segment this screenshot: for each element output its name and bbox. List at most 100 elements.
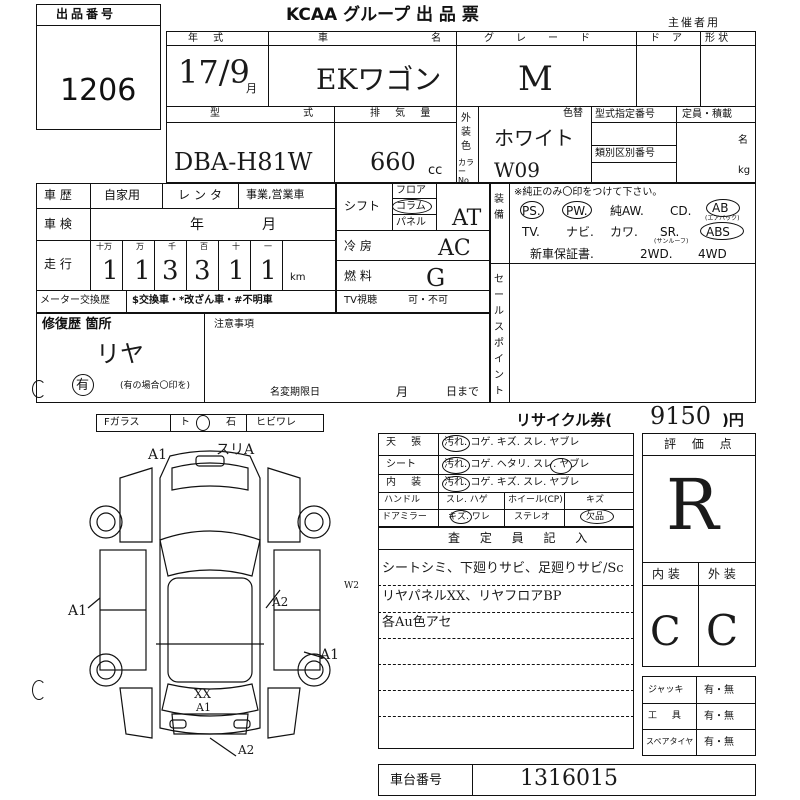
digit-label-100: 百 [200,242,208,251]
digit-label-10k: 万 [136,242,144,251]
option-aw: 純AW. [610,204,644,218]
mileage-digit-5: 1 [228,256,245,286]
repair-label: 修復歴 箇所 [42,317,112,332]
business-use: 事業,営業車 [246,188,305,201]
shift-floor: フロア [396,185,426,196]
shift-panel: パネル [396,217,426,228]
car-diagram [87,450,331,757]
exterior-label: 外装色 [461,113,471,152]
glass-crack: ヒビワレ [256,417,296,428]
score-label: 評 価 点 [664,437,738,451]
spare-tire-label: スペアタイヤ [646,737,694,746]
meter-exchange-label: メーター交換歴 [40,295,110,306]
repair-has-mark: 有 [76,378,90,393]
option-2wd: 2WD. [640,247,673,261]
option-tv: TV. [522,225,540,239]
chassis-block [378,764,756,796]
organizer-label: 主催者用 [668,16,720,29]
damage-mark-4: A2 [272,595,289,609]
digit-label-1: 一 [264,242,272,251]
damage-mark-7: A1 [196,701,211,714]
caution-label: 注意事項 [214,319,254,330]
spare-tire-options: 有・無 [704,737,734,748]
model-label: 型 式 [210,108,354,119]
airbag-small: (エアバック) [705,215,740,222]
category-label: 類別区別番号 [595,148,655,159]
color-change-label: 色替 [563,108,583,119]
interior-score-label: 内 装 [652,567,680,581]
damage-mark-9: W2 [344,581,359,591]
grade-value: M [518,59,553,99]
car-name-value: EKワゴン [316,63,442,96]
car-name-label: 車 名 [318,33,492,44]
sheet-title: KCAA グループ 出 品 票 [286,5,479,25]
cc-unit: cc [428,163,443,178]
grade-label: グレード [484,33,612,44]
name-change-day: 日まで [446,385,479,398]
mileage-digit-3: 3 [162,256,179,286]
wheel-value: キズ [586,495,605,505]
recycle-value: 9150 [650,402,712,430]
seat-options: 汚れ. コゲ. ヘタリ. スレ. ヤブレ [444,459,590,470]
displacement-value: 660 [370,148,416,176]
sales-point-label: セールスポイント [494,274,504,397]
glass-box [96,414,324,432]
inspector-label: 査 定 員 記 入 [448,531,596,545]
glass-to: ト [180,417,190,428]
mileage-digit-2: 1 [134,256,151,286]
rear-left-wheel [89,653,123,687]
year-value: 17/9 [178,53,250,91]
inspection-label: 車 検 [44,217,72,231]
front-left-wheel [89,505,123,539]
damage-mark-6: XX [194,687,212,701]
exterior-score-label: 外 装 [708,567,736,581]
digit-label-100k: 十万 [96,242,112,251]
rear-right-wheel [297,653,331,687]
digit-label-1k: 千 [168,242,176,251]
shape-label: 形 状 [705,33,729,44]
glass-stone: 石 [226,417,236,428]
damage-mark-1: A1 [148,447,168,463]
name-change-month: 月 [396,385,409,399]
option-navi: ナビ. [566,225,594,239]
front-right-wheel [297,505,331,539]
option-warranty: 新車保証書. [530,247,594,261]
car-outline [159,450,261,735]
mileage-digit-1: 1 [102,256,119,286]
interior-score-value: C [650,609,681,655]
history-label: 車 歴 [44,188,72,202]
lot-number: 1206 [60,73,137,108]
tv-label: TV視聴 [344,295,377,306]
front-roof [171,462,249,491]
rear-bumper [171,713,249,735]
tool-label: 工 具 [648,711,687,721]
month-unit: 月 [246,82,257,95]
mileage-label: 走 行 [44,257,72,271]
chassis-value: 1316015 [520,766,618,791]
mirror-label: ドアミラー [382,512,427,522]
rental-use: レンタ [178,188,227,202]
private-use: 自家用 [104,188,141,202]
handle-options: スレ. ハゲ [446,495,488,505]
option-leather: カワ. [610,225,638,239]
persons-unit: 名 [738,135,748,146]
color-value: ホワイト [494,126,574,150]
capacity-label: 定員・積載 [682,109,732,120]
ceiling-options: 汚れ. コゲ. キズ. スレ. ヤブレ [444,437,580,448]
score-value: R [666,464,719,546]
displacement-label: 排 気 量 [370,108,437,119]
repair-value: リヤ [96,340,144,368]
jack-options: 有・無 [704,685,734,696]
name-change-label: 名変期限日 [270,387,320,398]
seat-label: シート [386,459,416,470]
wheel-label: ホイール(CP) [508,495,563,505]
damage-mark-2: スリA [216,442,255,458]
color-no-label: カラーNo. [458,158,474,185]
shift-label: シフト [344,199,381,213]
repair-has-note: (有の場合〇印を) [120,381,191,391]
options-block [490,183,756,403]
ac-label: 冷 房 [344,239,372,253]
glass-front: Fガラス [104,417,140,428]
fuel-value: G [426,264,446,292]
digit-label-10: 十 [232,242,240,251]
